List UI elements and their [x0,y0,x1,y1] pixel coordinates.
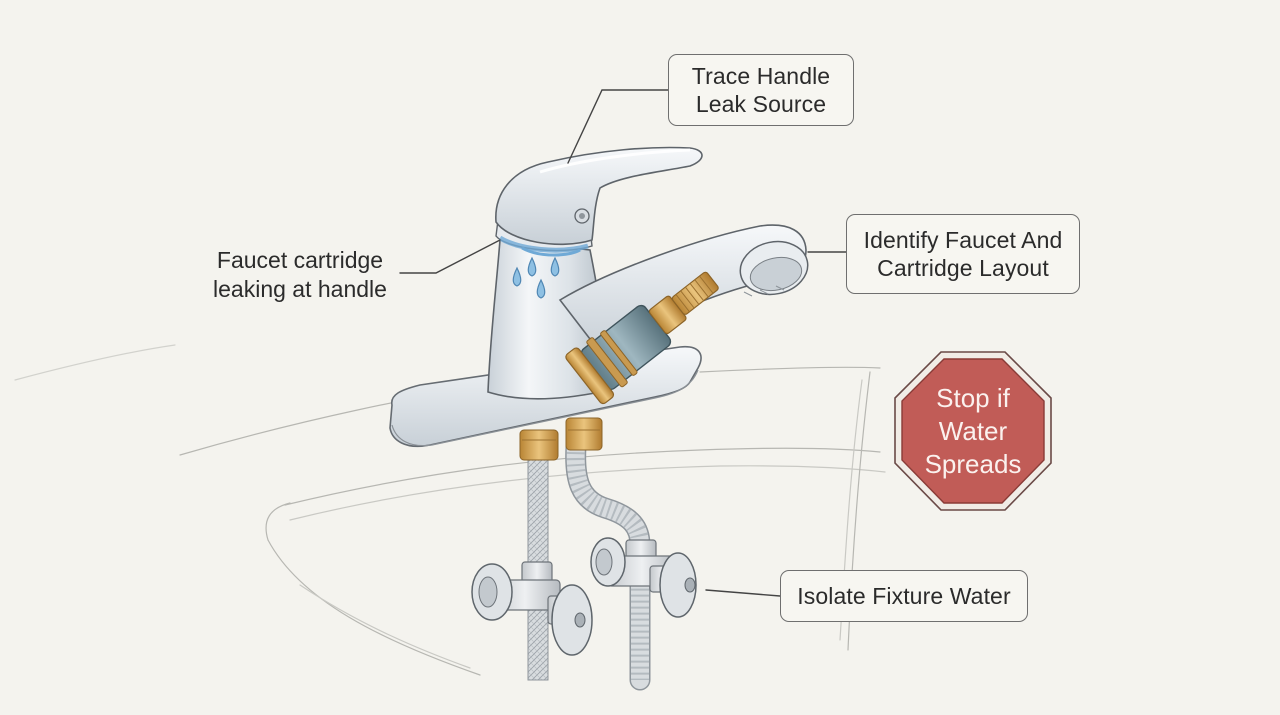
leader-lines [399,89,847,597]
label-faucet-cartridge-leaking: Faucet cartridge leaking at handle [213,247,387,302]
stop-sign-label: Stop if Water Spreads [924,382,1022,479]
octagon-stop-sign-icon [894,351,1052,511]
shutoff-valve-right [590,537,697,618]
callout-identify-faucet-cartridge-layout: Identify Faucet And Cartridge Layout [846,214,1080,294]
callout-trace-handle-leak-source: Trace Handle Leak Source [668,54,854,126]
callout-isolate-fixture-water: Isolate Fixture Water [780,570,1028,622]
water-drop-icon [512,246,581,299]
sink-sketch [14,344,886,676]
cartridge [565,271,719,405]
shutoff-valve-left [471,561,593,656]
